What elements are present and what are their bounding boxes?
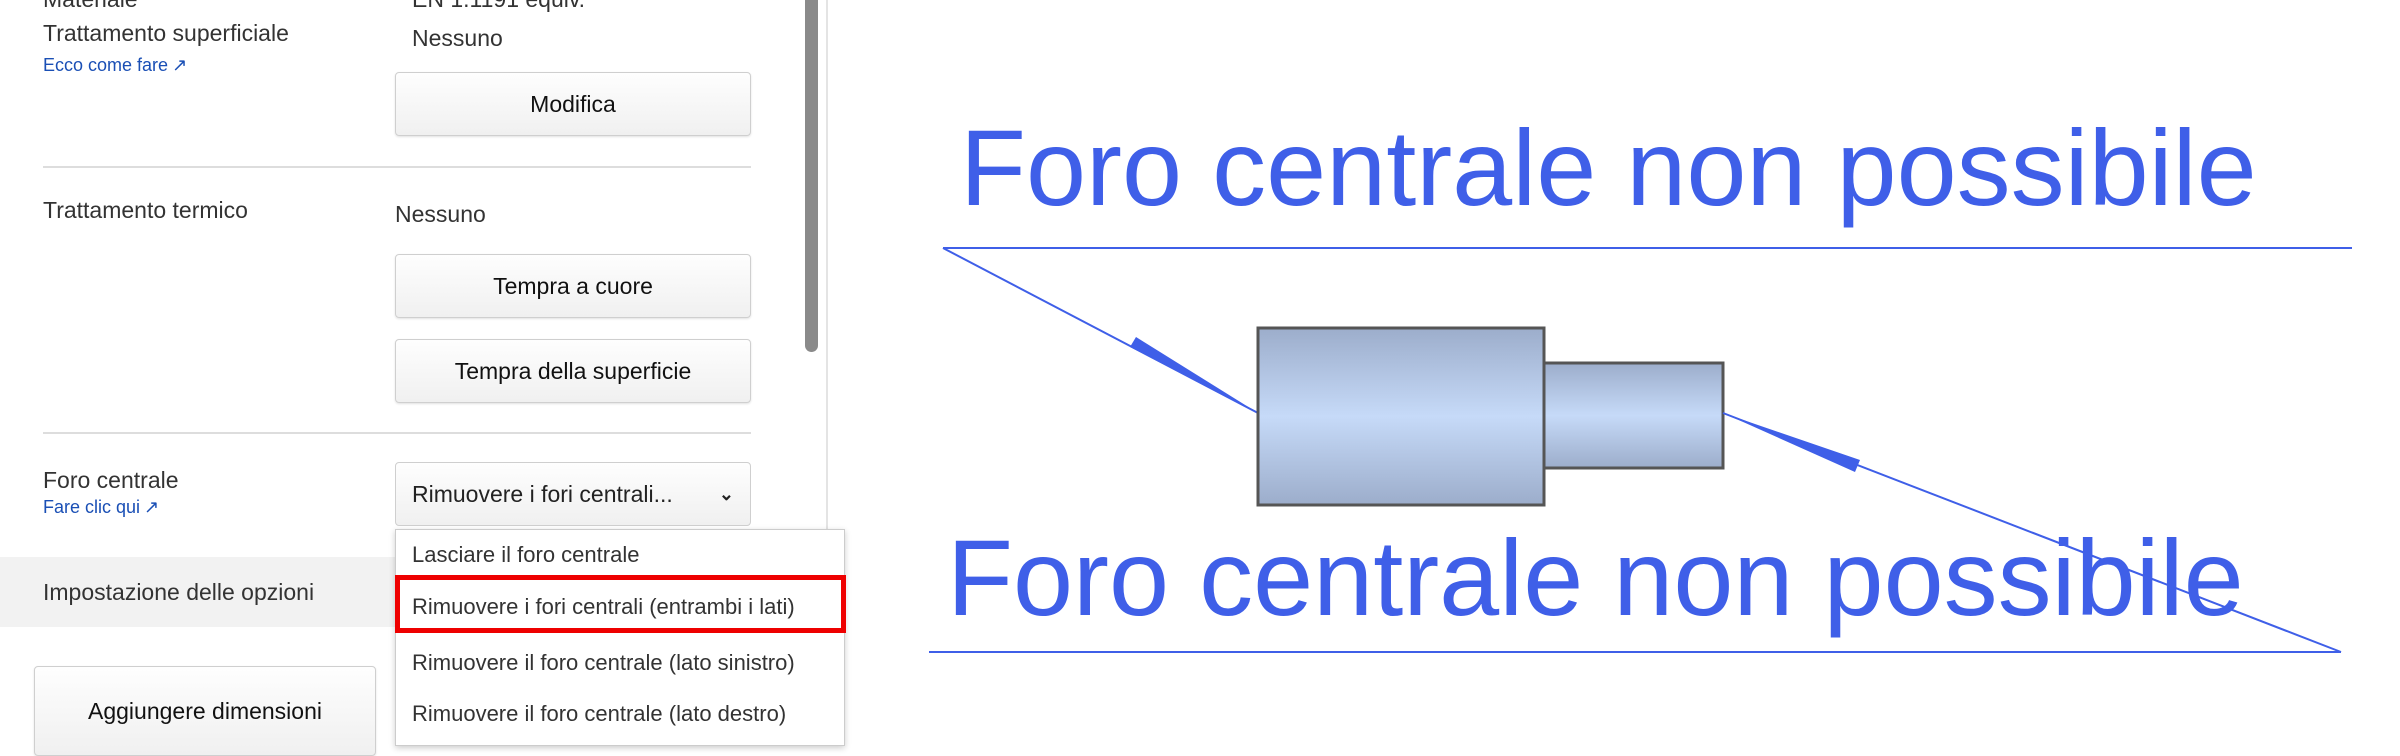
through-hardening-button[interactable]: Tempra a cuore (395, 254, 751, 318)
part-small-cylinder (1542, 361, 1725, 470)
top-leader-line (942, 247, 1259, 414)
divider (43, 432, 751, 434)
option-remove-right-side[interactable]: Rimuovere il foro centrale (lato destro) (412, 701, 787, 726)
bottom-annotation-text: Foro centrale non possibile (947, 517, 2244, 638)
arrowhead-icon (1723, 413, 1860, 472)
external-link-icon: ↗ (172, 55, 188, 75)
surface-hardening-button[interactable]: Tempra della superficie (395, 339, 751, 403)
options-section-title: Impostazione delle opzioni (43, 579, 315, 605)
surface-treatment-value: Nessuno (412, 25, 503, 51)
add-dimensions-button[interactable]: Aggiungere dimensioni (34, 666, 376, 756)
center-hole-dropdown-list: Lasciare il foro centrale Rimuovere i fo… (395, 529, 845, 746)
highlight-box (395, 575, 846, 633)
chevron-down-icon: ⌄ (718, 483, 734, 504)
top-annotation-text: Foro centrale non possibile (960, 107, 2257, 228)
heat-treatment-label: Trattamento termico (43, 197, 248, 223)
external-link-icon: ↗ (144, 497, 160, 517)
surface-treatment-help-text: Ecco come fare (43, 55, 169, 75)
option-remove-left-side[interactable]: Rimuovere il foro centrale (lato sinistr… (412, 650, 795, 675)
scrollbar-thumb[interactable] (805, 0, 818, 352)
divider (43, 166, 751, 168)
heat-treatment-value: Nessuno (395, 201, 486, 227)
part-large-cylinder (1256, 326, 1546, 507)
material-value: EN 1.1191 equiv. (412, 0, 585, 13)
center-hole-selected-value: Rimuovere i fori centrali... (412, 480, 673, 507)
center-hole-label: Foro centrale (43, 467, 179, 493)
surface-treatment-help-link[interactable]: Ecco come fare ↗ (43, 55, 187, 76)
arrowhead-icon (1130, 337, 1258, 413)
option-keep-center-hole[interactable]: Lasciare il foro centrale (412, 542, 640, 567)
center-hole-help-text: Fare clic qui (43, 497, 141, 517)
modify-button[interactable]: Modifica (395, 72, 751, 136)
surface-treatment-label: Trattamento superficiale (43, 20, 289, 46)
settings-panel: Materiale EN 1.1191 equiv. Trattamento s… (0, 0, 828, 756)
center-hole-select[interactable]: Rimuovere i fori centrali... ⌄ (395, 462, 751, 526)
option-remove-both-sides[interactable]: Rimuovere i fori centrali (entrambi i la… (412, 594, 795, 619)
center-hole-help-link[interactable]: Fare clic qui ↗ (43, 497, 159, 518)
bottom-leader-line (1722, 412, 2342, 653)
material-label: Materiale (43, 0, 138, 13)
